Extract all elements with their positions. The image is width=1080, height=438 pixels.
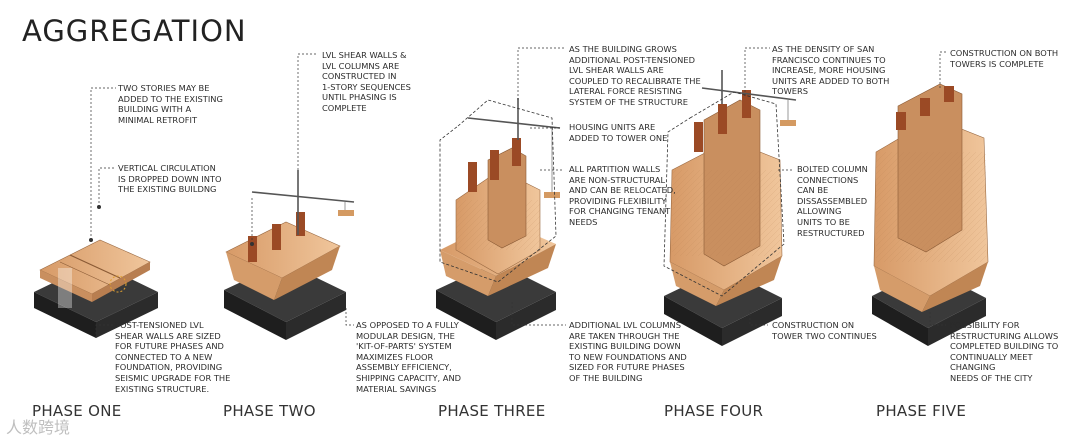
note-phase-three-middle-1: HOUSING UNITS ARE ADDED TO TOWER ONE [569,122,667,143]
phase-two-building [224,170,354,340]
note-phase-four-middle: BOLTED COLUMN CONNECTIONS CAN BE DISSASS… [797,164,868,238]
phase-four-building [664,70,796,346]
note-phase-five-bottom: POSSIBILITY FOR RESTRUCTURING ALLOWS COM… [950,320,1080,384]
note-phase-one-top: TWO STORIES MAY BE ADDED TO THE EXISTING… [118,83,223,125]
note-phase-two-top: LVL SHEAR WALLS & LVL COLUMNS ARE CONSTR… [322,50,411,114]
note-phase-four-top: AS THE DENSITY OF SAN FRANCISCO CONTINUE… [772,44,889,97]
note-phase-five-top: CONSTRUCTION ON BOTH TOWERS IS COMPLETE [950,48,1058,69]
phase-three-building [436,98,560,340]
watermark-logo: 人数跨境 [6,414,70,438]
note-phase-three-top: AS THE BUILDING GROWS ADDITIONAL POST-TE… [569,44,701,108]
note-phase-three-middle-2: ALL PARTITION WALLS ARE NON-STRUCTURAL A… [569,164,676,228]
phase-two-label: PHASE TWO [223,402,316,420]
phase-one-building [34,205,158,338]
note-phase-one-bottom: POST-TENSIONED LVL SHEAR WALLS ARE SIZED… [115,320,230,394]
note-phase-two-bottom: AS OPPOSED TO A FULLY MODULAR DESIGN, TH… [356,320,461,394]
note-phase-one-middle: VERTICAL CIRCULATION IS DROPPED DOWN INT… [118,163,222,195]
phase-four-label: PHASE FOUR [664,402,763,420]
note-phase-four-bottom: CONSTRUCTION ON TOWER TWO CONTINUES [772,320,877,341]
phase-three-label: PHASE THREE [438,402,545,420]
note-phase-three-bottom: ADDITIONAL LVL COLUMNS ARE TAKEN THROUGH… [569,320,687,384]
phase-five-label: PHASE FIVE [876,402,966,420]
phase-five-building [872,84,988,346]
